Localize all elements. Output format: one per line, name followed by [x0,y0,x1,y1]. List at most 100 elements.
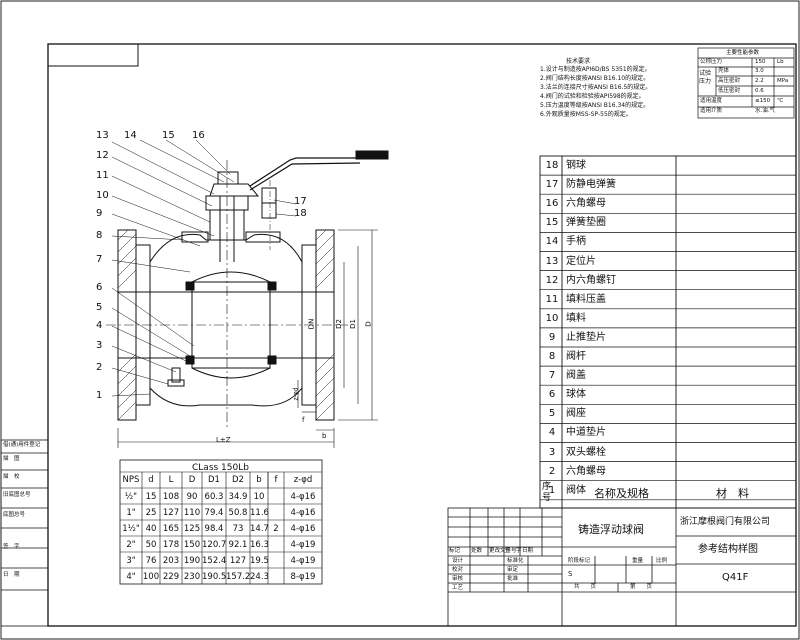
part-number: 9 [548,331,556,343]
parts-header-material: 材 料 [716,487,749,500]
dim-cell: 73 [232,524,244,534]
part-name: 防静电弹簧 [566,179,616,191]
dim-table-title: CLass 150Lb [192,463,249,473]
dim-cell: 34.9 [228,492,248,502]
balloon-number: 9 [96,208,103,219]
part-name: 六角螺母 [566,198,606,210]
tech-line: 3.法兰的连接尺寸按ANSI B16.5的规定。 [540,84,652,91]
left-strip-label: 底图总号 [3,512,26,518]
dim-cell: 127 [229,556,247,566]
part-number: 6 [548,389,556,401]
part-name: 球体 [566,389,586,401]
part-name: 六角螺母 [566,465,606,477]
balloon-number: 10 [96,190,109,201]
tech-line: 1.设计与制造按API6D/BS 5351的规定。 [540,66,651,73]
change-header-cell: 日期 [522,548,534,554]
spec-value: 2.2 [755,78,764,84]
spec-label: 适用介质 [700,108,723,114]
dim-label-d2: D2 [334,319,343,329]
dim-cell: 203 [162,556,180,566]
spec-value: 3.0 [755,68,764,74]
balloon-number: 1 [96,390,103,401]
left-strip-label: 描 图 [3,456,20,462]
drawing-title: 参考结构样图 [698,544,758,555]
dim-col-header: D [188,475,196,485]
part-name: 定位片 [566,255,596,267]
dim-cell: 110 [183,508,201,518]
balloon-number: 13 [96,130,109,141]
dim-cell: 229 [162,572,180,582]
dim-cell: 16.3 [250,540,269,550]
sign-row-label2: 批准 [507,576,519,582]
left-strip-label: 旧底图总号 [3,492,31,498]
dim-cell: 2" [126,540,136,550]
scale-label: 比例 [656,558,668,564]
s-mark: S [568,570,573,578]
tech-line: 4.阀门的试验和检验按API598的规定。 [540,93,645,100]
dim-cell: 98.4 [204,524,224,534]
balloon-number: 17 [294,196,307,207]
part-name: 阀杆 [566,351,586,362]
valve-section-drawing [106,139,389,448]
part-name: 钢球 [566,160,586,171]
balloon-number: 18 [294,208,307,219]
dim-cell: 40 [145,524,157,534]
left-strip-label: 描 校 [3,474,20,480]
dim-col-header: f [274,475,278,485]
part-number: 12 [545,274,559,286]
part-name: 中道垫片 [566,427,606,439]
spec-value: ≤150 [755,98,771,104]
part-name: 填料压盖 [566,293,606,305]
tech-title: 技术要求 [566,58,591,65]
balloon-number: 6 [96,282,103,293]
balloon-number: 16 [192,130,205,141]
balloon-number: 5 [96,302,103,313]
dim-cell: 1" [126,508,136,518]
part-number: 2 [548,465,556,477]
dim-col-header: z-φd [293,475,313,485]
balloon-number: 12 [96,150,109,161]
dim-cell: 230 [183,572,201,582]
dim-cell: 152.4 [202,556,227,566]
dim-cell: 178 [162,540,180,550]
balloon-number: 3 [96,340,103,351]
parts-header-no: 序号 [542,482,552,503]
dim-cell: 19.5 [250,556,269,566]
spec-label: 公称压力 [700,59,723,65]
dim-cell: 4" [126,572,136,582]
dim-cell: 4-φ16 [290,524,316,534]
change-header-cell: 处数 [471,548,483,554]
dim-cell: 50.8 [228,508,248,518]
spec-unit: Lb [777,59,784,65]
spec-value: 0.6 [755,88,764,94]
dim-col-header: b [256,475,262,485]
model-number: Q41F [722,572,749,583]
spec-label: 高压密封 [718,78,741,84]
dim-label-d1: D1 [348,319,357,329]
part-name: 内六角螺钉 [566,274,616,286]
part-number: 15 [545,217,559,229]
dim-cell: 3" [126,556,136,566]
balloon-number: 4 [96,320,103,331]
dim-cell: 76 [145,556,157,566]
sign-row-label: 审核 [452,576,464,582]
dim-cell: 90 [186,492,198,502]
part-number: 8 [548,351,556,362]
dim-cell: 125 [183,524,201,534]
spec-label: 壳体 [718,68,730,74]
change-header-cell: 更改文件号 [489,548,517,554]
dim-label-dn: DN [307,318,316,330]
left-registry-strip [0,439,49,627]
dim-cell: 120.7 [202,540,227,550]
part-name: 阀体 [566,484,586,496]
dim-cell: 190 [183,556,201,566]
dim-cell: 60.3 [204,492,224,502]
sign-row-label: 校对 [452,567,464,573]
dim-cell: 4-φ16 [290,508,316,518]
part-name: 弹簧垫圈 [566,217,606,229]
stage-label: 阶段标记 [568,558,591,564]
part-name: 双头螺栓 [566,446,606,458]
part-number: 18 [545,160,559,171]
dim-cell: 4-φ19 [290,540,316,550]
